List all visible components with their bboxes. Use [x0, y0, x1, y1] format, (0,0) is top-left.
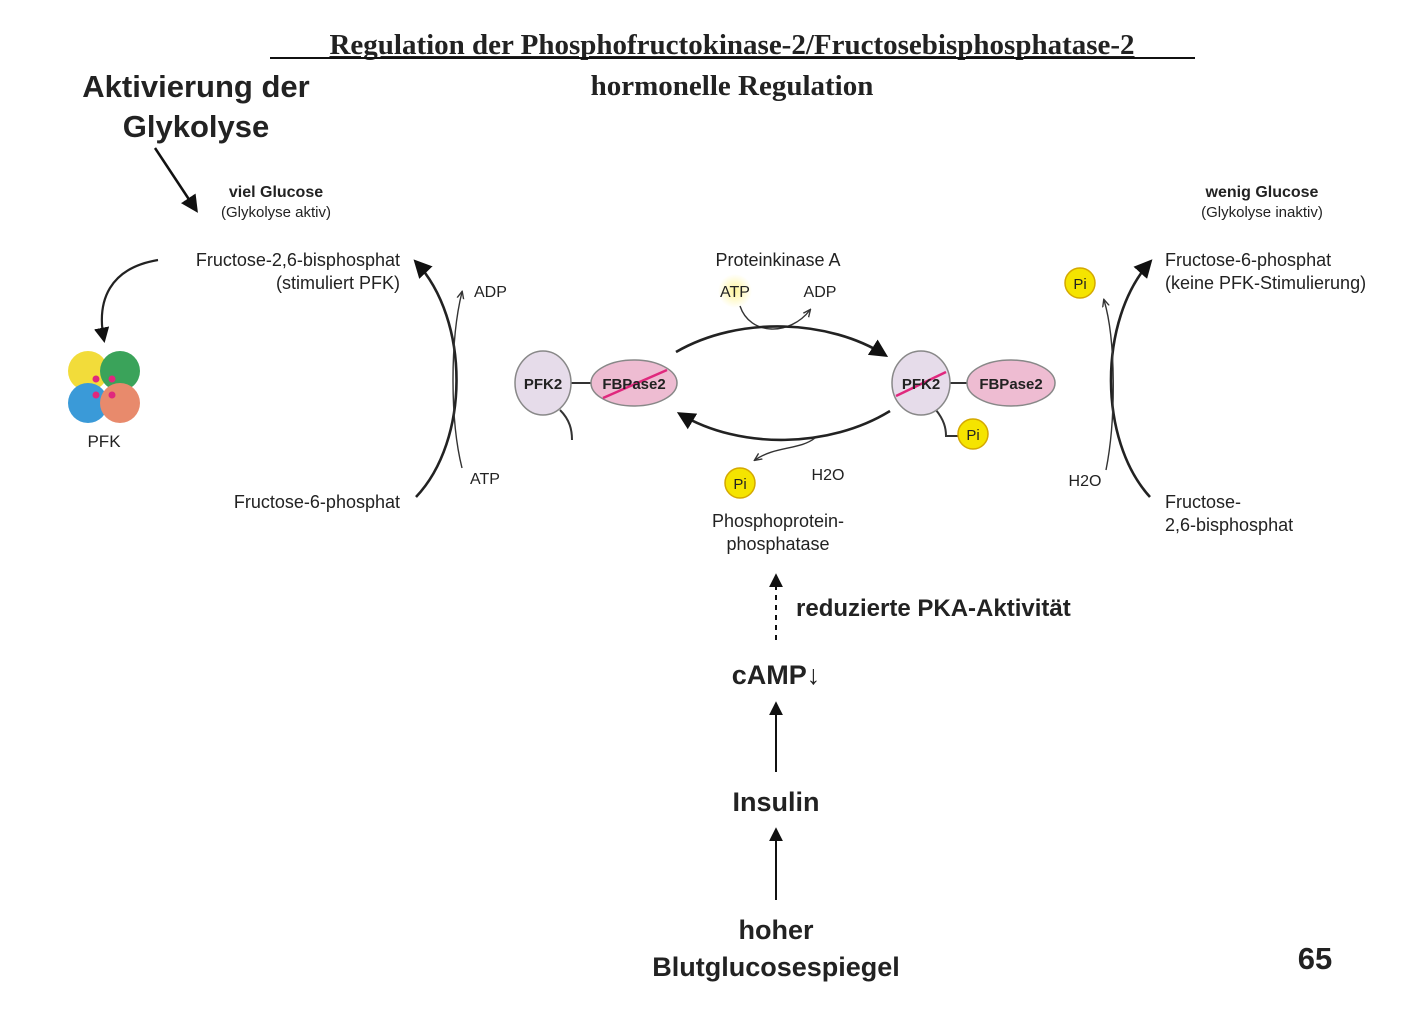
left-atp: ATP: [470, 471, 500, 488]
right-substrate-line1: Fructose-: [1165, 492, 1241, 512]
page-subtitle: hormonelle Regulation: [591, 70, 874, 102]
insulin-label: Insulin: [733, 787, 820, 817]
activation-label-line1: Aktivierung der: [82, 69, 309, 104]
attached-phosphate-icon: [957, 418, 989, 450]
kinase-atp: ATP: [720, 284, 750, 301]
right-product-line1: Fructose-6-phosphat: [1165, 250, 1331, 270]
right-substrate-line2: 2,6-bisphosphat: [1165, 515, 1293, 535]
right-pi-icon: [1064, 267, 1096, 299]
phosphatase-pi-icon: [724, 467, 756, 499]
left-adp: ADP: [474, 284, 507, 301]
left-reaction-arrow: [413, 259, 458, 498]
atp-glow: [718, 274, 752, 308]
right-pfk2: PFK2: [902, 376, 940, 393]
left-state-subheading: (Glykolyse aktiv): [221, 204, 331, 221]
left-pfk2: PFK2: [524, 376, 562, 393]
left-product-line2: (stimuliert PFK): [276, 273, 400, 293]
kinase-cofactor-arrow: [739, 305, 810, 330]
left-fbpase2: FBPase2: [602, 376, 665, 393]
right-state-heading: wenig Glucose: [1205, 184, 1319, 201]
slide-number: 65: [1298, 941, 1332, 976]
phosphatase-label-line2: phosphatase: [726, 534, 829, 554]
right-cofactor-arrow: [1104, 300, 1114, 471]
right-reaction-arrow: [1109, 259, 1153, 498]
right-fbpase2: FBPase2: [979, 376, 1042, 393]
phosphatase-cofactor-arrow: [755, 437, 816, 460]
activation-arrow: [153, 147, 198, 213]
right-pi: Pi: [1073, 276, 1086, 293]
left-substrate: Fructose-6-phosphat: [234, 492, 400, 512]
phosphatase-label-line1: Phosphoprotein-: [712, 511, 844, 531]
stimulation-arrow: [94, 258, 159, 344]
kinase-adp: ADP: [804, 284, 837, 301]
activation-label-line2: Glykolyse: [123, 109, 269, 144]
trigger-line1: hoher: [738, 915, 813, 945]
left-state-heading: viel Glucose: [229, 184, 323, 201]
pfk2-inactive-strike: [895, 370, 947, 398]
phosphorylation-arrow: [675, 325, 889, 357]
fbpase2-inactive-strike: [602, 368, 668, 400]
left-bifunctional-enzyme: [514, 350, 678, 441]
phosphatase-water: H2O: [812, 467, 845, 484]
left-product-line1: Fructose-2,6-bisphosphat: [196, 250, 400, 270]
right-attached-pi: Pi: [966, 427, 979, 444]
left-cofactor-arrow: [452, 292, 462, 469]
camp-label: cAMP↓: [732, 660, 821, 690]
phosphatase-pi: Pi: [733, 476, 746, 493]
pfk-enzyme-icon: [68, 351, 140, 423]
right-product-line2: (keine PFK-Stimulierung): [1165, 273, 1366, 293]
pfk-label: PFK: [87, 432, 121, 451]
kinase-label: Proteinkinase A: [715, 250, 840, 270]
trigger-line2: Blutglucosespiegel: [652, 952, 900, 982]
right-state-subheading: (Glykolyse inaktiv): [1201, 204, 1323, 221]
right-bifunctional-enzyme: [891, 350, 1056, 450]
dephosphorylation-arrow: [676, 409, 891, 442]
page-title: Regulation der Phosphofructokinase-2/Fru…: [329, 29, 1134, 61]
right-water: H2O: [1069, 473, 1102, 490]
pka-note: reduzierte PKA-Aktivität: [796, 595, 1071, 622]
